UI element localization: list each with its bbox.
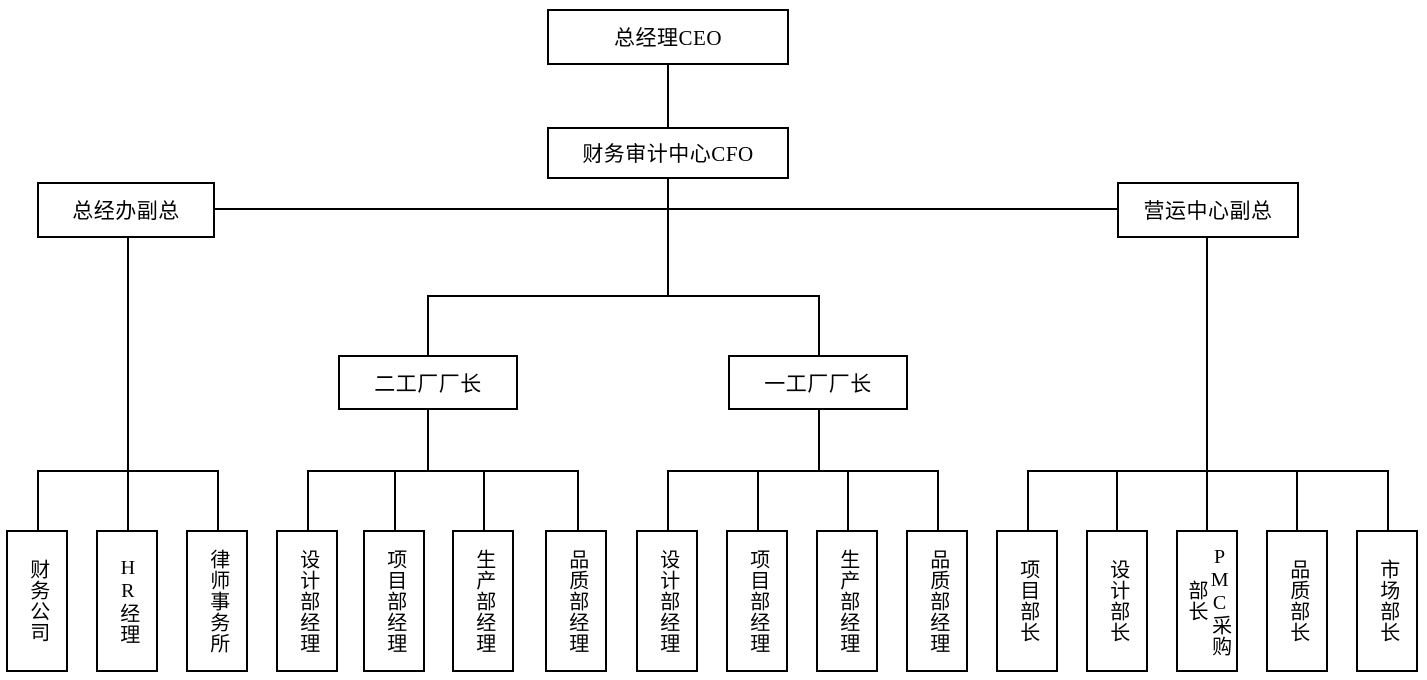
connector-factory-bar-drop-left: [427, 295, 429, 355]
node-f1-design-manager[interactable]: 设计部经理: [636, 530, 698, 672]
node-finance-company[interactable]: 财务公司: [6, 530, 68, 672]
node-f2-design-manager[interactable]: 设计部经理: [276, 530, 338, 672]
connector-gm-office-child-2: [127, 470, 129, 530]
connector-ops-child-3: [1206, 470, 1208, 530]
connector-factory2-child-2: [394, 470, 396, 530]
connector-ops-group-bar: [1027, 470, 1389, 472]
connector-ops-vp-drop: [1206, 238, 1208, 472]
node-ops-design-head[interactable]: 设计部长: [1086, 530, 1148, 672]
connector-factory2-drop: [427, 410, 429, 472]
node-law-firm[interactable]: 律师事务所: [186, 530, 248, 672]
node-ops-project-head[interactable]: 项目部长: [996, 530, 1058, 672]
node-ops-market-head[interactable]: 市场部长: [1356, 530, 1418, 672]
connector-vp-spine: [214, 208, 1117, 210]
connector-factory1-drop: [818, 410, 820, 472]
node-f2-project-manager[interactable]: 项目部经理: [363, 530, 425, 672]
node-f1-production-manager[interactable]: 生产部经理: [816, 530, 878, 672]
connector-factory2-child-1: [307, 470, 309, 530]
connector-gm-office-child-1: [37, 470, 39, 530]
connector-factory-bar: [427, 295, 820, 297]
node-ops-quality-head[interactable]: 品质部长: [1266, 530, 1328, 672]
node-f2-production-manager[interactable]: 生产部经理: [452, 530, 514, 672]
connector-ceo-to-cfo: [667, 65, 669, 129]
node-factory1-director[interactable]: 一工厂厂长: [728, 355, 908, 410]
node-f1-project-manager[interactable]: 项目部经理: [726, 530, 788, 672]
node-hr-manager[interactable]: HR经理: [96, 530, 158, 672]
connector-factory-bar-drop-right: [818, 295, 820, 355]
connector-factory2-child-4: [577, 470, 579, 530]
connector-factory1-group-bar: [667, 470, 939, 472]
connector-factory1-child-2: [757, 470, 759, 530]
connector-cfo-trunk: [667, 178, 669, 297]
connector-gm-office-vp-drop: [127, 238, 129, 472]
node-ceo[interactable]: 总经理CEO: [547, 9, 789, 65]
node-f2-quality-manager[interactable]: 品质部经理: [545, 530, 607, 672]
node-cfo[interactable]: 财务审计中心CFO: [547, 127, 789, 179]
connector-factory2-group-bar: [307, 470, 579, 472]
connector-factory1-child-3: [847, 470, 849, 530]
connector-factory2-child-3: [483, 470, 485, 530]
connector-gm-office-child-3: [217, 470, 219, 530]
node-factory2-director[interactable]: 二工厂厂长: [338, 355, 518, 410]
connector-factory1-child-4: [937, 470, 939, 530]
connector-ops-child-1: [1027, 470, 1029, 530]
connector-ops-child-5: [1387, 470, 1389, 530]
node-f1-quality-manager[interactable]: 品质部经理: [906, 530, 968, 672]
node-ops-center-vp[interactable]: 营运中心副总: [1117, 182, 1299, 238]
node-gm-office-vp[interactable]: 总经办副总: [37, 182, 215, 238]
connector-ops-child-4: [1296, 470, 1298, 530]
connector-factory1-child-1: [667, 470, 669, 530]
node-ops-pmc-head[interactable]: PMC采购部长: [1176, 530, 1238, 672]
connector-ops-child-2: [1116, 470, 1118, 530]
